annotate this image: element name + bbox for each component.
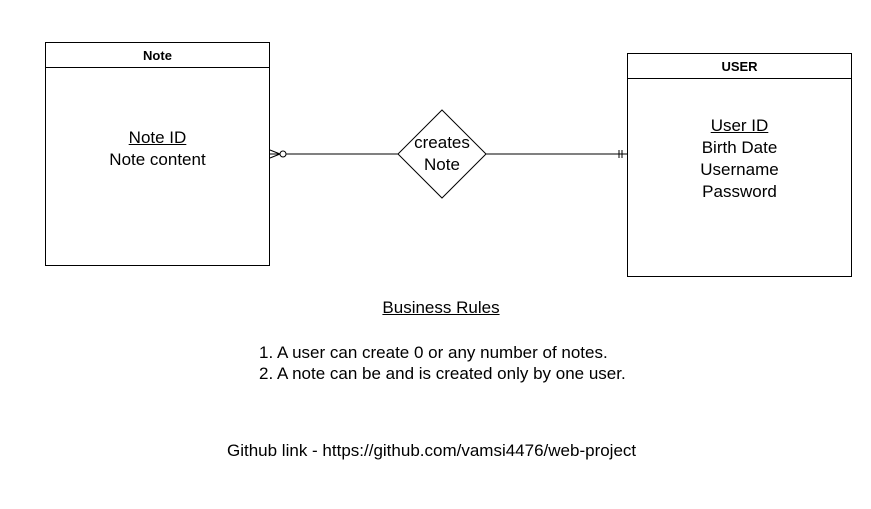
crows-foot-upper xyxy=(269,149,281,155)
username-attribute: Username xyxy=(700,160,779,179)
user-entity[interactable]: USER User ID Birth Date Username Passwor… xyxy=(627,53,852,277)
optional-circle xyxy=(279,150,287,158)
user-attributes: User ID Birth Date Username Password xyxy=(628,115,851,203)
password-attribute: Password xyxy=(702,182,777,201)
note-attributes: Note ID Note content xyxy=(46,127,269,171)
birth-date-attribute: Birth Date xyxy=(701,138,778,157)
relationship-diamond xyxy=(397,109,487,199)
note-entity-title: Note xyxy=(46,43,269,68)
business-rules-heading: Business Rules xyxy=(382,298,500,317)
github-link[interactable]: Github link - https://github.com/vamsi44… xyxy=(227,441,637,460)
note-id-attribute: Note ID xyxy=(128,128,187,147)
business-rule-1: 1. A user can create 0 or any number of … xyxy=(259,343,608,362)
user-entity-title: USER xyxy=(628,54,851,79)
crows-foot-lower xyxy=(269,153,281,159)
business-rule-2: 2. A note can be and is created only by … xyxy=(259,364,626,383)
relationship-label-line2: Note xyxy=(424,155,460,174)
business-rules-list: 1. A user can create 0 or any number of … xyxy=(259,342,626,384)
note-entity[interactable]: Note Note ID Note content xyxy=(45,42,270,266)
relationship-label: creates Note xyxy=(392,132,492,176)
relationship-label-line1: creates xyxy=(414,133,470,152)
user-id-attribute: User ID xyxy=(710,116,769,135)
note-content-attribute: Note content xyxy=(109,150,206,169)
